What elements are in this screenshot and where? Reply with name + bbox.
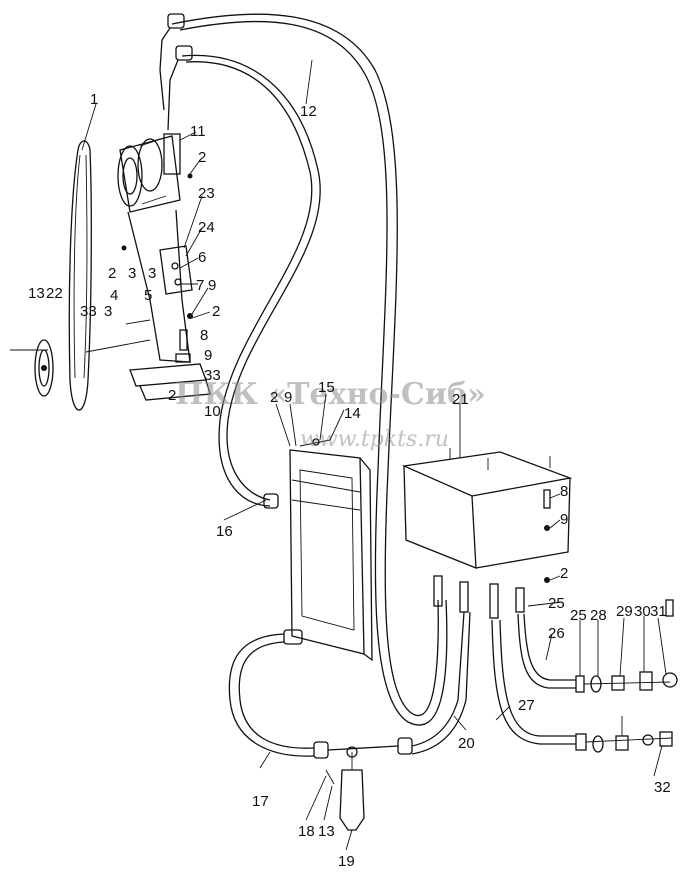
label-part-23: 23 (198, 185, 215, 202)
label-part-5: 5 (144, 287, 152, 304)
pulley-assembly (10, 339, 54, 397)
label-part-33: 33 (80, 303, 97, 320)
label-part-9: 9 (284, 389, 292, 406)
label-part-2: 2 (212, 303, 220, 320)
label-part-24: 24 (198, 219, 215, 236)
label-part-9: 9 (204, 347, 212, 364)
label-part-31: 31 (650, 603, 667, 620)
evaporator-unit (289, 438, 373, 662)
label-part-7: 7 (196, 277, 204, 294)
label-part-8: 8 (560, 483, 568, 500)
compressor (117, 133, 181, 213)
label-part-21: 21 (452, 391, 469, 408)
label-part-6: 6 (198, 249, 206, 266)
upper-valve-chain (575, 599, 678, 693)
drive-belt-1 (68, 140, 92, 411)
label-part-2: 2 (108, 265, 116, 282)
label-part-27: 27 (518, 697, 535, 714)
label-part-19: 19 (338, 853, 355, 870)
label-part-33: 33 (204, 367, 221, 384)
label-part-4: 4 (110, 287, 118, 304)
watermark-title: ПКК «Техно-Сиб» (175, 377, 486, 412)
label-part-25: 25 (570, 607, 587, 624)
label-part-16: 16 (216, 523, 233, 540)
label-part-28: 28 (590, 607, 607, 624)
label-part-10: 10 (204, 403, 221, 420)
leader-lines (81, 59, 667, 851)
label-part-15: 15 (318, 379, 335, 396)
label-part-29: 29 (616, 603, 633, 620)
label-part-14: 14 (344, 405, 361, 422)
label-part-11: 11 (190, 123, 206, 140)
label-part-17: 17 (252, 793, 269, 810)
label-part-25: 25 (548, 595, 565, 612)
watermark-url: www.tpkts.ru (300, 427, 449, 452)
label-part-26: 26 (548, 625, 565, 642)
hose-12-top-fittings (159, 13, 193, 131)
heater-box (401, 448, 573, 583)
label-part-2: 2 (270, 389, 278, 406)
label-part-13: 13 (28, 285, 45, 302)
label-part-3: 3 (128, 265, 136, 282)
lower-hoses (228, 493, 471, 831)
outlet-pipes (433, 575, 576, 745)
label-part-30: 30 (634, 603, 651, 620)
label-part-2: 2 (198, 149, 206, 166)
label-part-3: 3 (104, 303, 112, 320)
hose-12 (171, 13, 448, 726)
label-part-13: 13 (318, 823, 335, 840)
label-part-32: 32 (654, 779, 671, 796)
label-part-18: 18 (298, 823, 315, 840)
lower-valve-chain (575, 716, 673, 753)
label-part-22: 22 (46, 285, 63, 302)
compressor-bracket (85, 173, 211, 401)
label-part-1: 1 (90, 91, 98, 108)
label-part-2: 2 (168, 387, 176, 404)
part-labels: 1 11 2 23 24 6 7 9 2 8 9 33 10 2 3 3 4 5… (28, 91, 671, 870)
label-part-20: 20 (458, 735, 475, 752)
label-part-9: 9 (560, 511, 568, 528)
label-part-2: 2 (560, 565, 568, 582)
label-part-9: 9 (208, 277, 216, 294)
label-part-3: 3 (148, 265, 156, 282)
label-part-12: 12 (300, 103, 317, 120)
label-part-8: 8 (200, 327, 208, 344)
